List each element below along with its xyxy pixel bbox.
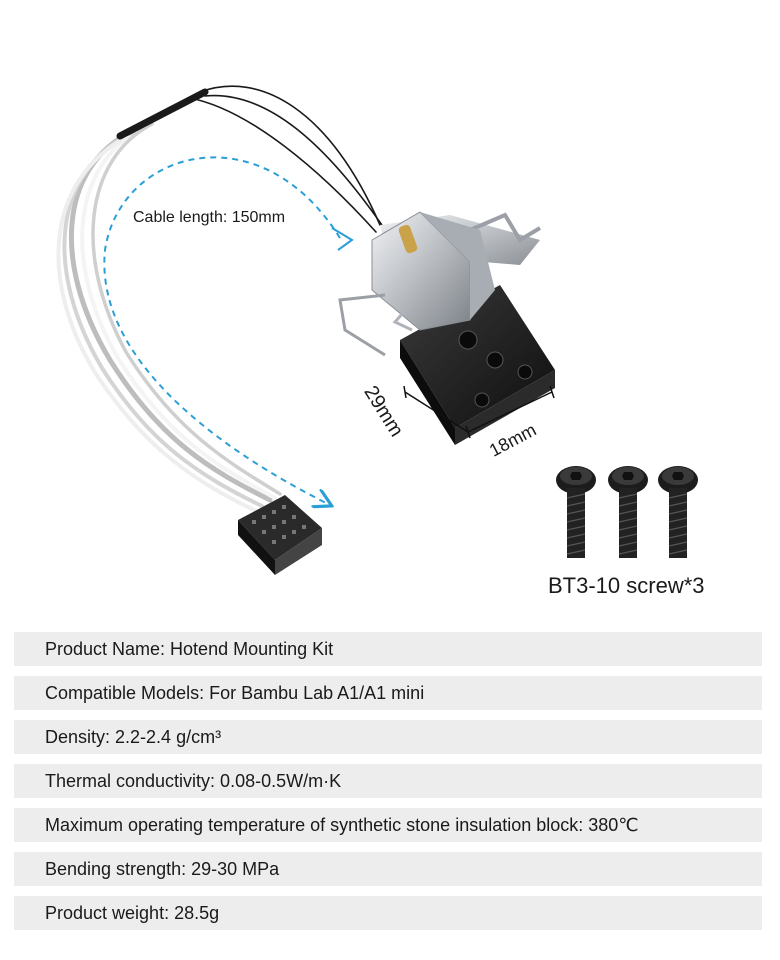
spec-row-product-weight: Product weight: 28.5g [14, 896, 762, 930]
spec-row-max-temperature: Maximum operating temperature of synthet… [14, 808, 762, 842]
spec-list: Product Name: Hotend Mounting Kit Compat… [14, 632, 762, 940]
screw-label: BT3-10 screw*3 [548, 573, 705, 598]
cable-length-arrow [103, 156, 341, 505]
spec-row-bending-strength: Bending strength: 29-30 MPa [14, 852, 762, 886]
spec-row-compatible-models: Compatible Models: For Bambu Lab A1/A1 m… [14, 676, 762, 710]
spec-row-density: Density: 2.2-2.4 g/cm³ [14, 720, 762, 754]
spec-row-product-name: Product Name: Hotend Mounting Kit [14, 632, 762, 666]
spec-row-thermal-conductivity: Thermal conductivity: 0.08-0.5W/m·K [14, 764, 762, 798]
connector-image [238, 495, 322, 575]
cable-bundle-image [56, 85, 385, 514]
product-illustration [56, 85, 698, 575]
screw-icon [556, 466, 698, 558]
cable-length-label: Cable length: 150mm [133, 209, 286, 226]
hotend-mount-image [338, 211, 555, 445]
